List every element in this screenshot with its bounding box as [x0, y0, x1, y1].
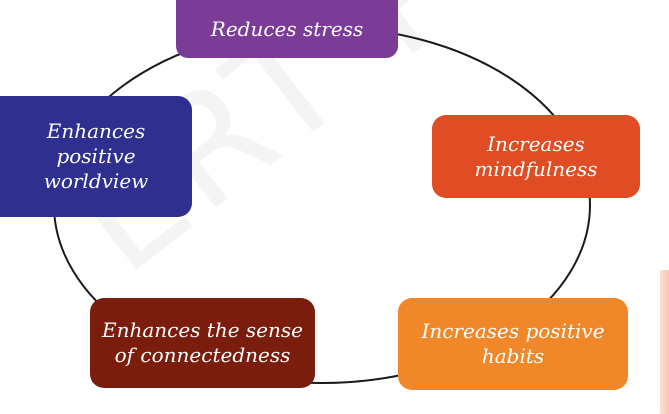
node-increases-positive-habits: Increases positive habits — [398, 298, 628, 390]
page-edge-decoration — [660, 270, 669, 414]
node-increases-mindfulness: Increases mindfulness — [432, 115, 640, 198]
node-reduces-stress: Reduces stress — [176, 0, 398, 58]
node-enhances-connectedness: Enhances the sense of connectedness — [90, 298, 315, 388]
node-enhances-positive-worldview: Enhances positive worldview — [0, 96, 192, 217]
